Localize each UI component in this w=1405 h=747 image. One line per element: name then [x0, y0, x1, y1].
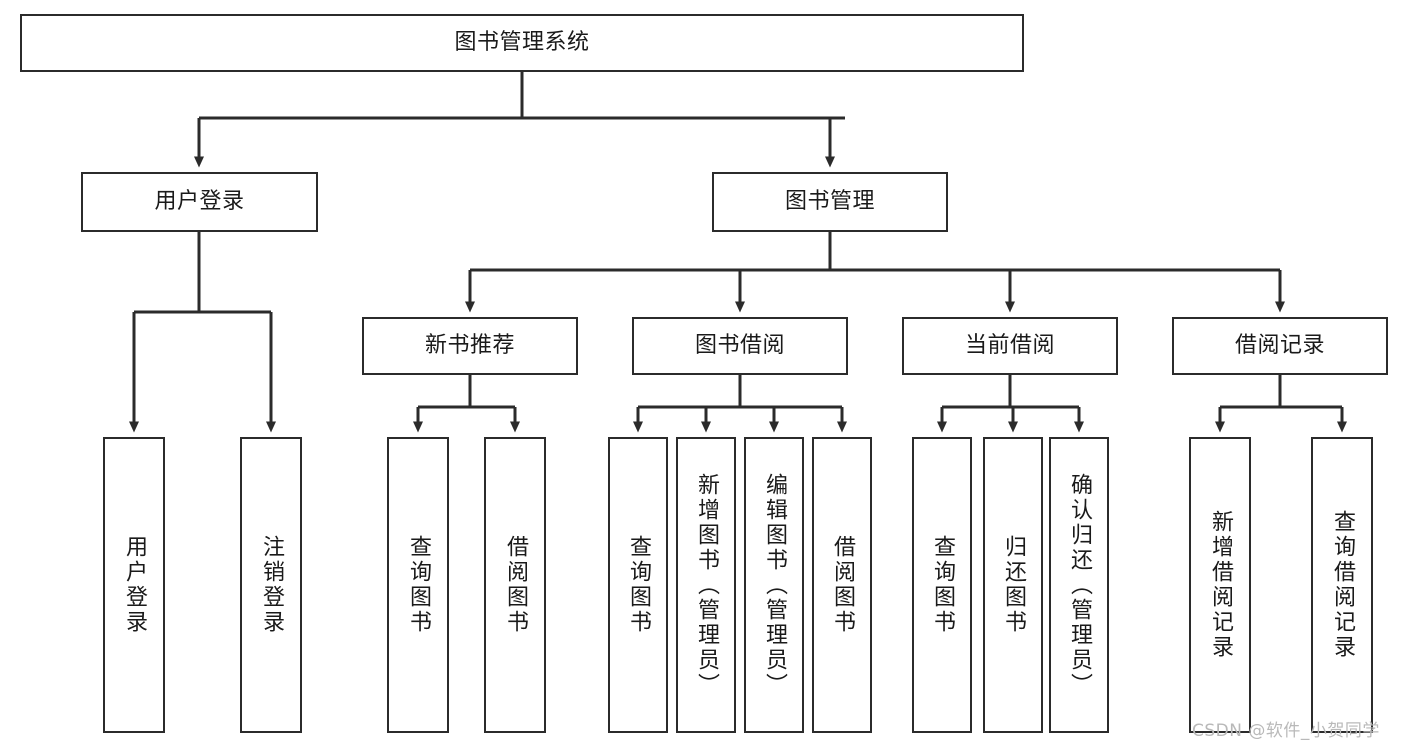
leaf-cb-return-book[interactable]: 归还图书: [983, 437, 1043, 733]
leaf-bb-edit-book-admin-label: 编辑图书（管理员）: [762, 472, 787, 698]
leaf-br-add-record-label: 新增借阅记录: [1208, 510, 1233, 660]
leaf-bb-borrow-book[interactable]: 借阅图书: [812, 437, 872, 733]
leaf-user-logout-label: 注销登录: [259, 535, 284, 635]
node-new-book-recommend[interactable]: 新书推荐: [362, 317, 578, 375]
node-root-label: 图书管理系统: [454, 30, 590, 56]
leaf-bb-edit-book-admin[interactable]: 编辑图书（管理员）: [744, 437, 804, 733]
leaf-nbr-borrow-book-label: 借阅图书: [503, 535, 528, 635]
leaf-bb-borrow-book-label: 借阅图书: [830, 535, 855, 635]
node-new-book-recommend-label: 新书推荐: [424, 333, 515, 359]
leaf-cb-query-book[interactable]: 查询图书: [912, 437, 972, 733]
node-root[interactable]: 图书管理系统: [20, 14, 1024, 72]
node-book-management-label: 图书管理: [784, 189, 875, 215]
leaf-br-add-record[interactable]: 新增借阅记录: [1189, 437, 1251, 733]
leaf-nbr-query-book[interactable]: 查询图书: [387, 437, 449, 733]
leaf-bb-query-book-label: 查询图书: [626, 535, 651, 635]
node-book-borrow[interactable]: 图书借阅: [632, 317, 848, 375]
leaf-user-login[interactable]: 用户登录: [103, 437, 165, 733]
node-book-borrow-label: 图书借阅: [694, 333, 785, 359]
node-current-borrow-label: 当前借阅: [964, 333, 1055, 359]
node-borrow-record[interactable]: 借阅记录: [1172, 317, 1388, 375]
leaf-nbr-query-book-label: 查询图书: [406, 535, 431, 635]
csdn-watermark: CSDN @软件_小贺同学: [1192, 721, 1380, 741]
leaf-cb-query-book-label: 查询图书: [930, 535, 955, 635]
leaf-cb-confirm-return-admin[interactable]: 确认归还（管理员）: [1049, 437, 1109, 733]
leaf-bb-add-book-admin[interactable]: 新增图书（管理员）: [676, 437, 736, 733]
leaf-bb-query-book[interactable]: 查询图书: [608, 437, 668, 733]
node-borrow-record-label: 借阅记录: [1234, 333, 1325, 359]
leaf-cb-return-book-label: 归还图书: [1001, 535, 1026, 635]
leaf-user-logout[interactable]: 注销登录: [240, 437, 302, 733]
leaf-br-query-record-label: 查询借阅记录: [1330, 510, 1355, 660]
node-book-management[interactable]: 图书管理: [712, 172, 948, 232]
leaf-user-login-label: 用户登录: [122, 535, 147, 635]
node-user-login[interactable]: 用户登录: [81, 172, 318, 232]
leaf-cb-confirm-return-admin-label: 确认归还（管理员）: [1067, 472, 1092, 698]
node-user-login-label: 用户登录: [154, 189, 245, 215]
node-current-borrow[interactable]: 当前借阅: [902, 317, 1118, 375]
leaf-nbr-borrow-book[interactable]: 借阅图书: [484, 437, 546, 733]
leaf-br-query-record[interactable]: 查询借阅记录: [1311, 437, 1373, 733]
leaf-bb-add-book-admin-label: 新增图书（管理员）: [694, 472, 719, 698]
